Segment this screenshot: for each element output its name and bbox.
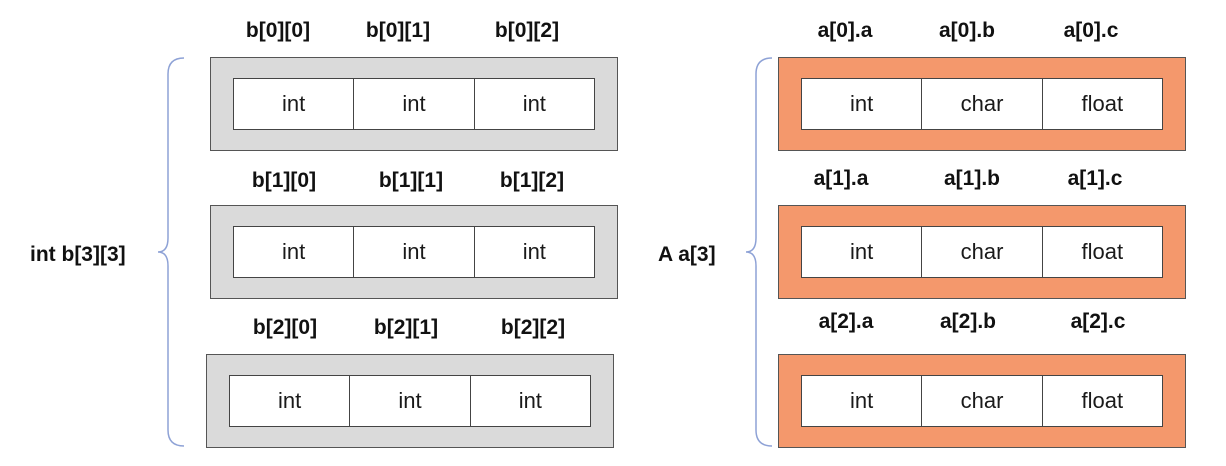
element-label: b[2][2] [500,316,566,339]
type-cell: char [921,227,1041,277]
type-cell: float [1041,79,1162,129]
array-row-0: int int int [210,57,618,151]
type-cell: int [353,227,473,277]
member-label: a[0].b [938,19,996,42]
right-curly-brace [745,57,773,447]
element-label: b[0][1] [365,19,431,42]
row-cells: int int int [233,78,595,130]
struct-row-1: int char float [778,205,1186,299]
row-cells: int int int [233,226,595,278]
type-cell: int [469,376,590,426]
row-cells: int char float [801,375,1163,427]
type-cell: int [278,388,302,413]
element-label: b[1][2] [499,169,565,192]
element-label: b[0][0] [245,19,311,42]
member-label: a[0].c [1063,19,1119,42]
element-label: b[2][1] [373,316,439,339]
array-2d-declaration: int b[3][3] [30,243,126,266]
array-row-2: int int int [206,354,614,448]
row-cells: int char float [801,226,1163,278]
type-cell: int [473,79,594,129]
type-cell: int [353,79,473,129]
type-cell: int [282,239,306,264]
type-cell: int [473,227,594,277]
element-label: b[1][0] [251,169,317,192]
type-cell: char [921,376,1041,426]
member-label: a[2].b [939,310,997,333]
array-row-1: int int int [210,205,618,299]
type-cell: float [1041,376,1162,426]
member-label: a[2].a [818,310,874,333]
struct-array-declaration: A a[3] [658,243,716,266]
row-cells: int int int [229,375,591,427]
element-label: b[0][2] [494,19,560,42]
member-label: a[1].c [1067,167,1123,190]
type-cell: int [850,239,874,264]
type-cell: char [921,79,1041,129]
type-cell: float [1041,227,1162,277]
type-cell: int [850,388,874,413]
struct-row-0: int char float [778,57,1186,151]
member-label: a[1].a [813,167,869,190]
member-label: a[0].a [817,19,873,42]
struct-row-2: int char float [778,354,1186,448]
type-cell: int [282,91,306,116]
type-cell: int [850,91,874,116]
member-label: a[2].c [1070,310,1126,333]
type-cell: int [349,376,469,426]
element-label: b[2][0] [252,316,318,339]
member-label: a[1].b [943,167,1001,190]
element-label: b[1][1] [378,169,444,192]
row-cells: int char float [801,78,1163,130]
left-curly-brace [157,57,185,447]
